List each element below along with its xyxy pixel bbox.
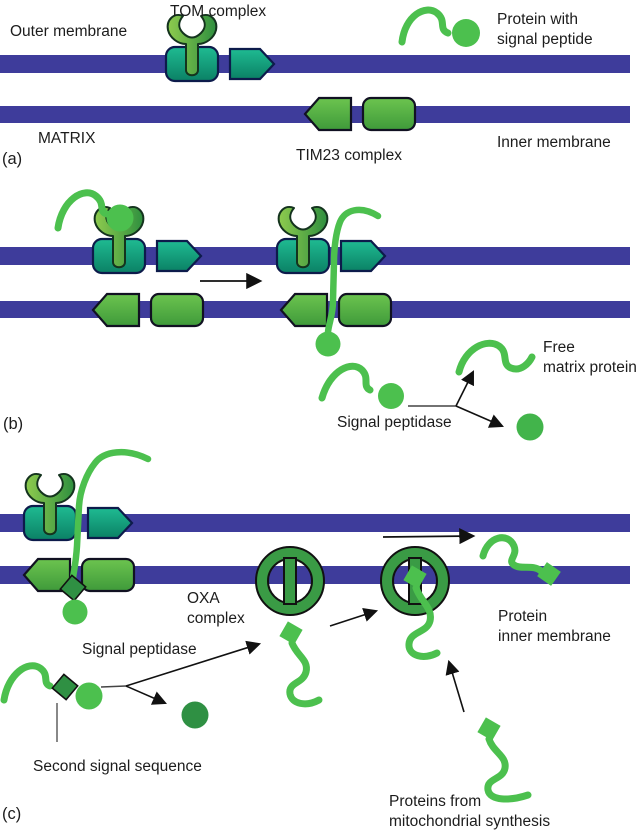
cleaved-peptide-ball <box>516 413 544 441</box>
second-signal-diamond <box>403 565 427 589</box>
panel-c-shapes <box>0 449 561 803</box>
second-signal-label: Second signal sequence <box>33 758 202 775</box>
intermediate-protein-squiggle <box>286 639 323 708</box>
panel-b-shapes <box>54 189 544 441</box>
progress-arrow <box>382 528 476 545</box>
second-signal-diamond <box>279 621 303 645</box>
translocating-protein-thread <box>324 206 382 336</box>
panel-a-shapes <box>164 6 480 132</box>
inserted-protein-squiggle <box>479 534 545 575</box>
signal-peptide-ball <box>452 19 480 47</box>
tim23-complex-label: TIM23 complex <box>296 147 402 164</box>
inner-membrane-label: Inner membrane <box>497 134 611 151</box>
to-oxa-arrow <box>329 607 379 627</box>
second-signal-diamond <box>51 673 79 701</box>
membrane-anchor-diamond <box>537 562 561 586</box>
free-matrix-label: Free matrix protein <box>543 339 637 376</box>
fork-arrow-down <box>125 685 167 705</box>
fork-arrow-down <box>455 405 504 428</box>
oxa-complex-label: OXA complex <box>187 590 245 627</box>
protein-signal-label: Protein with signal peptide <box>497 11 593 48</box>
signal-peptidase-label: Signal peptidase <box>82 641 197 658</box>
mito-synthesis-label: Proteins from mitochondrial synthesis <box>389 793 551 830</box>
signal-peptide-ball <box>106 204 134 232</box>
matrix-protein-squiggle <box>318 362 374 402</box>
second-signal-diamond <box>477 717 501 741</box>
oxa-inserting-protein-thread <box>405 584 441 660</box>
fork-line <box>100 685 127 688</box>
free-matrix-protein-squiggle <box>455 339 536 376</box>
fork-arrow-up <box>125 640 262 687</box>
synthesized-protein-squiggle <box>484 735 532 803</box>
panel-b-tag: (b) <box>3 415 24 433</box>
fork-arrow-up <box>455 370 474 407</box>
outer-membrane-bar-c <box>0 514 630 532</box>
panel-a-tag: (a) <box>2 150 23 168</box>
signal-peptide-ball <box>315 331 341 357</box>
panel-c-tag: (c) <box>2 805 22 823</box>
signal-peptide-ball <box>378 383 404 409</box>
matrix-label: MATRIX <box>38 130 96 147</box>
protein-inner-label: Protein inner membrane <box>498 608 611 645</box>
from-synthesis-arrow <box>445 659 465 713</box>
signal-peptide-ball <box>62 599 88 625</box>
tom-complex-label: TOM complex <box>170 3 267 20</box>
outer-membrane-bar-a <box>0 55 630 73</box>
signal-peptide-ball <box>75 682 103 710</box>
signal-peptidase-label: Signal peptidase <box>337 414 452 431</box>
docking-protein-squiggle <box>54 189 111 232</box>
oxa-complex-icon <box>256 547 324 615</box>
outer-membrane-label: Outer membrane <box>10 23 128 40</box>
translocating-protein-thread <box>69 449 152 582</box>
signal-protein-squiggle <box>398 6 452 46</box>
matrix-intermediate-squiggle <box>0 662 54 704</box>
second-signal-diamond <box>59 574 87 602</box>
cleaved-peptide-ball <box>181 701 209 729</box>
